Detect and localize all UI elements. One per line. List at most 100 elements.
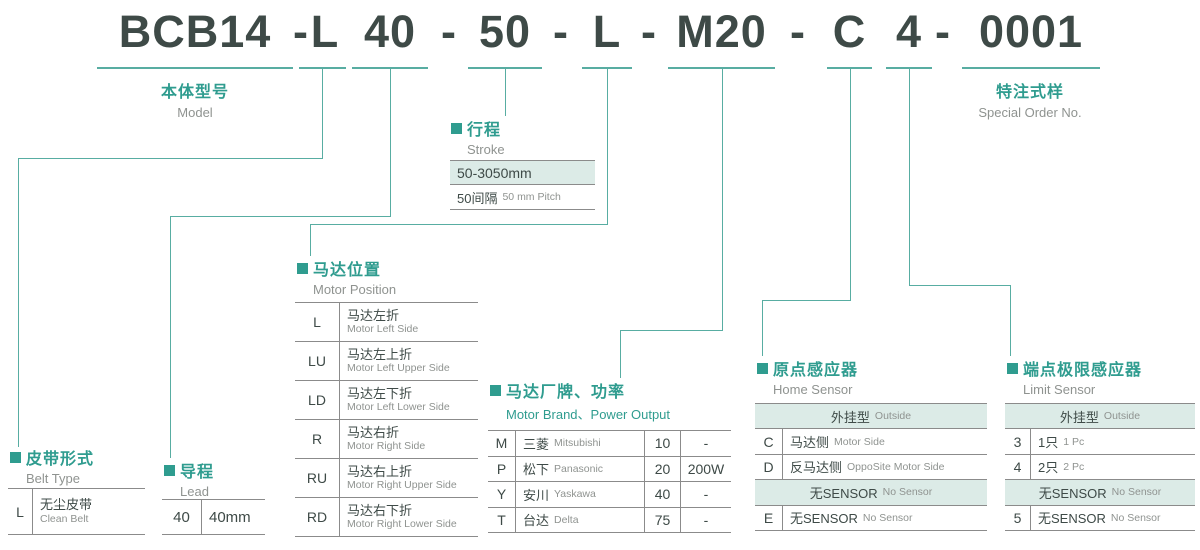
motor-position-code: LU: [295, 342, 340, 380]
group-zh: 无SENSOR: [809, 485, 878, 501]
desc-en: Motor Right Upper Side: [347, 479, 457, 492]
stroke-section-title: 行程 Stroke: [451, 116, 505, 157]
motor-brand-row: P 松下 Panasonic 20 200W: [488, 456, 731, 482]
lead-value-cell: 40mm: [202, 500, 265, 534]
code-seg-model: BCB14: [118, 6, 272, 57]
desc-zh: 无SENSOR: [1038, 511, 1106, 527]
belt-type-title-zh: 皮带形式: [26, 451, 95, 468]
code-seg-belt-type: L: [310, 6, 340, 57]
lead-value: 40mm: [209, 508, 251, 526]
home-sensor-code: E: [755, 505, 783, 530]
model-label: 本体型号 Model: [97, 78, 293, 120]
motor-brand-code: P: [488, 456, 516, 481]
code-seg-home-sensor: C: [832, 6, 867, 57]
motor-position-desc: 马达右下折 Motor Right Lower Side: [340, 498, 478, 536]
desc-zh: 马达左上折: [347, 346, 413, 362]
belt-type-row: L 无尘皮带 Clean Belt: [8, 489, 145, 535]
limit-sensor-title-en: Limit Sensor: [1023, 382, 1096, 397]
desc-zh: 马达右下折: [347, 502, 413, 518]
motor-position-title-en: Motor Position: [313, 282, 397, 297]
home-sensor-desc: 马达侧 Motor Side: [783, 429, 987, 453]
desc-en: Motor Left Side: [347, 323, 419, 336]
code-seg-lead: 40: [363, 6, 417, 57]
desc-en: Motor Left Lower Side: [347, 401, 450, 414]
motor-position-code: RU: [295, 459, 340, 497]
motor-position-code: R: [295, 420, 340, 458]
belt-type-title-row: 皮带形式: [10, 445, 94, 469]
connector-motor-position-v2: [310, 224, 311, 256]
lead-title-row: 导程: [164, 458, 214, 482]
special-order-label: 特注式样 Special Order No.: [950, 78, 1110, 120]
belt-type-desc: 无尘皮带 Clean Belt: [33, 489, 145, 534]
square-bullet-icon: [757, 362, 768, 374]
home-sensor-title-en: Home Sensor: [773, 382, 853, 397]
brand-zh: 安川: [523, 487, 550, 503]
power-code: 20: [644, 456, 681, 481]
desc-en: No Sensor: [862, 511, 913, 524]
power-value: -: [703, 511, 709, 528]
connector-belt-type-v2: [18, 158, 19, 447]
limit-sensor-code: 3: [1005, 429, 1031, 454]
home-sensor-title-zh: 原点感应器: [773, 362, 859, 379]
motor-position-title-zh: 马达位置: [313, 262, 382, 279]
connector-lead-v2: [170, 216, 171, 458]
limit-sensor-row: 3 1只 1 Pc: [1005, 429, 1195, 455]
underline-stroke: [468, 67, 542, 69]
motor-position-desc: 马达右上折 Motor Right Upper Side: [340, 459, 478, 497]
motor-position-code: RD: [295, 498, 340, 536]
stroke-pitch-zh: 50间隔: [457, 190, 498, 206]
stroke-range: 50-3050mm: [457, 164, 532, 181]
motor-brand-code: M: [488, 431, 516, 456]
limit-sensor-row: 5 无SENSOR No Sensor: [1005, 505, 1195, 531]
lead-title-en: Lead: [180, 484, 209, 499]
limit-sensor-group-none: 无SENSOR No Sensor: [1005, 480, 1195, 506]
connector-limit-sensor-h: [909, 285, 1011, 286]
motor-brand-title-row: 马达厂牌、功率: [490, 378, 670, 402]
motor-position-desc: 马达左折 Motor Left Side: [340, 303, 478, 341]
connector-limit-sensor-v1: [909, 69, 910, 286]
home-sensor-code: D: [755, 454, 783, 480]
home-sensor-row: D 反马达侧 OppoSite Motor Side: [755, 454, 987, 481]
desc-en: Motor Right Lower Side: [347, 518, 457, 531]
underline-lead: [352, 67, 428, 69]
desc-en: Motor Right Side: [347, 440, 426, 453]
desc-en: Motor Left Upper Side: [347, 362, 450, 375]
limit-sensor-table: 外挂型 Outside 3 1只 1 Pc 4 2只 2 Pc 无SENSOR …: [1005, 403, 1195, 531]
group-en: No Sensor: [882, 486, 933, 499]
stroke-table: 50-3050mm 50间隔 50 mm Pitch: [450, 160, 595, 210]
code-hyphen: -: [293, 6, 309, 57]
desc-en: Motor Side: [834, 435, 885, 448]
motor-position-row: RU 马达右上折 Motor Right Upper Side: [295, 459, 478, 498]
motor-brand-name: 安川 Yaskawa: [516, 482, 644, 507]
model-label-en: Model: [177, 105, 213, 120]
home-sensor-desc: 反马达侧 OppoSite Motor Side: [783, 455, 987, 479]
desc-zh: 马达右折: [347, 424, 400, 440]
stroke-range-cell: 50-3050mm: [450, 161, 595, 184]
stroke-title-en: Stroke: [467, 142, 505, 157]
brand-en: Delta: [554, 513, 579, 526]
stroke-pitch-en: 50 mm Pitch: [502, 191, 561, 203]
home-sensor-table: 外挂型 Outside C 马达侧 Motor Side D 反马达侧 Oppo…: [755, 403, 987, 531]
home-sensor-desc: 无SENSOR No Sensor: [783, 506, 987, 530]
desc-zh: 无尘皮带: [40, 497, 93, 512]
lead-table: 40 40mm: [162, 499, 265, 535]
motor-brand-table: M 三菱 Mitsubishi 10 - P 松下 Panasonic 20 2…: [488, 430, 731, 533]
motor-position-section-title: 马达位置 Motor Position: [297, 256, 396, 297]
desc-zh: 马达左折: [347, 307, 400, 323]
group-zh: 外挂型: [830, 409, 870, 425]
code-hyphen: -: [553, 6, 569, 57]
square-bullet-icon: [1007, 362, 1018, 374]
limit-sensor-title-row: 端点极限感应器: [1007, 356, 1142, 380]
motor-position-row: LD 马达左下折 Motor Left Lower Side: [295, 381, 478, 420]
power-value: 200W: [687, 460, 725, 477]
square-bullet-icon: [10, 451, 21, 463]
connector-belt-type-h: [18, 158, 323, 159]
motor-position-desc: 马达左下折 Motor Left Lower Side: [340, 381, 478, 419]
code-seg-stroke: 50: [478, 6, 532, 57]
motor-position-desc: 马达右折 Motor Right Side: [340, 420, 478, 458]
power-value: -: [703, 435, 709, 452]
home-sensor-group-none: 无SENSOR No Sensor: [755, 480, 987, 506]
belt-type-title-en: Belt Type: [26, 471, 80, 486]
home-sensor-row: E 无SENSOR No Sensor: [755, 505, 987, 531]
